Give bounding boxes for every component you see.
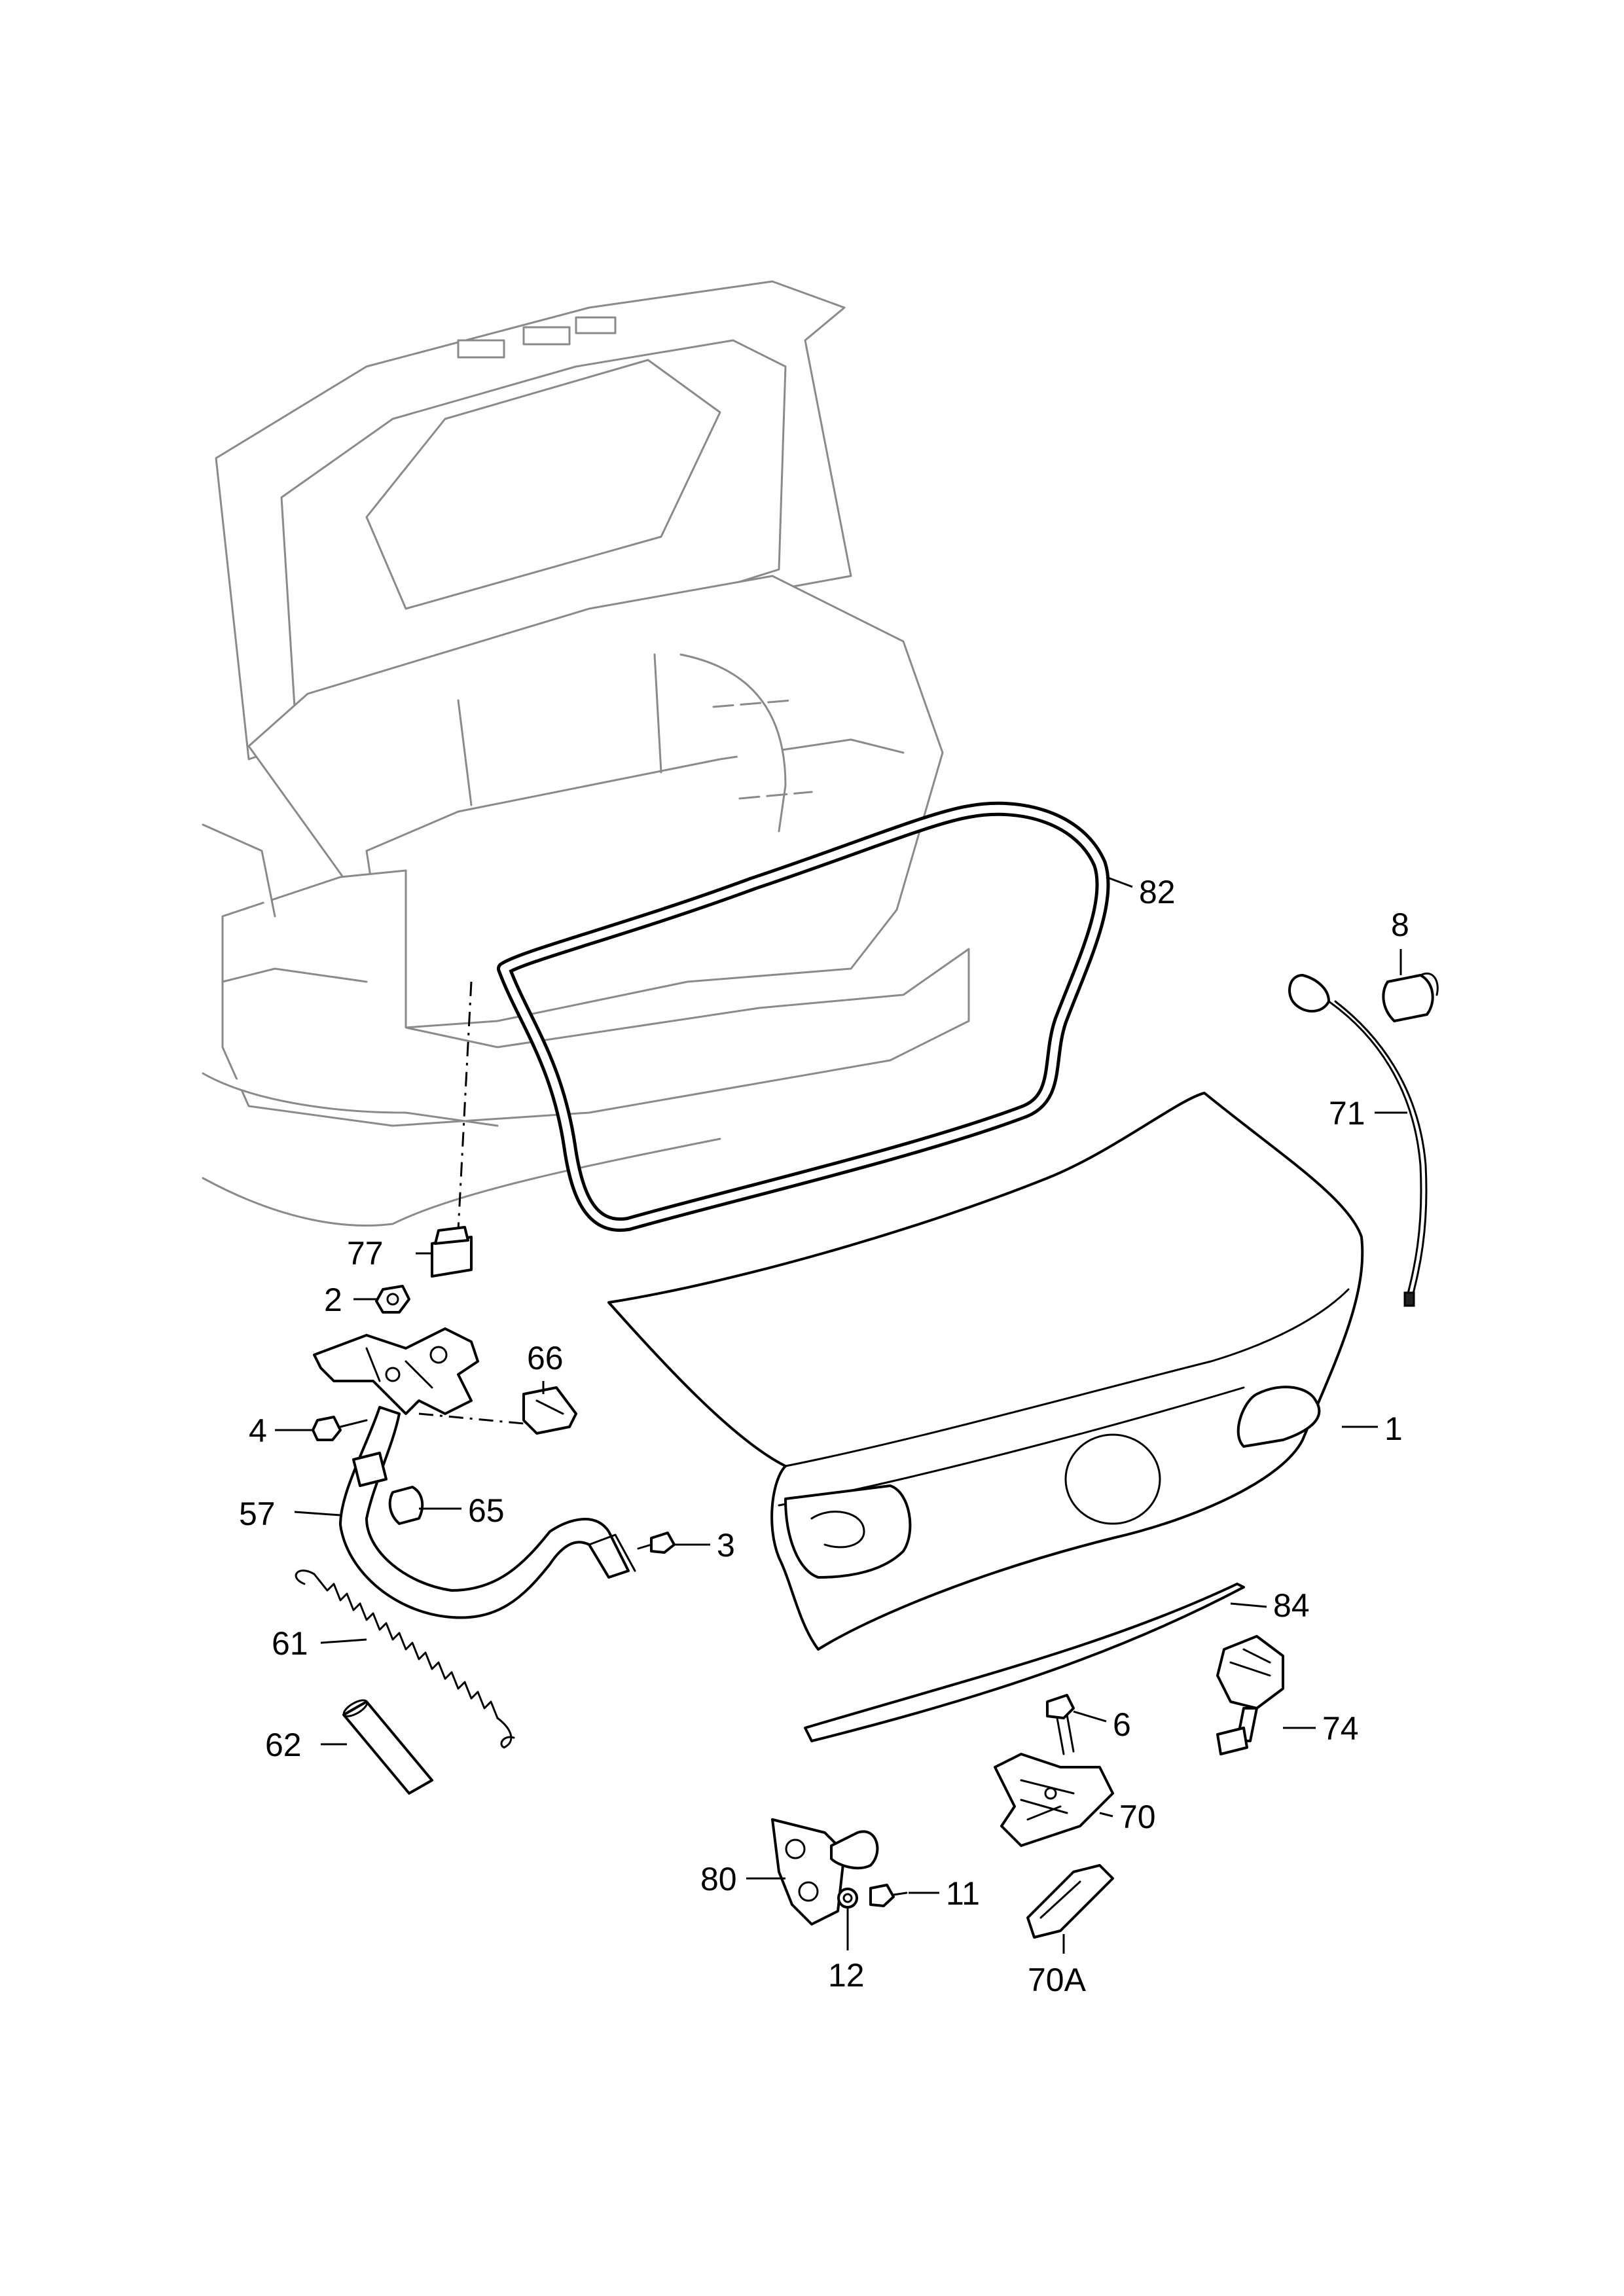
callout-labels: 82 8 71 1 84 77 2 66 4 57 65 3 61 62 6 7… <box>239 874 1409 1998</box>
callout-70a: 70A <box>1028 1962 1087 1998</box>
callout-65: 65 <box>468 1492 505 1529</box>
callout-71: 71 <box>1329 1095 1365 1132</box>
vehicle-rear-context <box>202 280 970 1227</box>
callout-12: 12 <box>828 1957 865 1994</box>
rear-bumper <box>221 869 970 1127</box>
callout-2: 2 <box>324 1282 342 1318</box>
trim-strip-84 <box>804 1583 1245 1742</box>
callout-84: 84 <box>1273 1587 1310 1624</box>
hinge-assembly <box>313 1327 636 1619</box>
bolt-6 <box>1046 1694 1075 1755</box>
sleeve-62 <box>342 1699 433 1795</box>
clip-8 <box>1382 972 1439 1022</box>
nut-4 <box>312 1416 368 1441</box>
actuator-74 <box>1216 1635 1284 1755</box>
hinge-arm-57 <box>339 1406 630 1619</box>
callout-3: 3 <box>717 1527 735 1564</box>
callout-77: 77 <box>347 1235 384 1272</box>
callout-82: 82 <box>1139 874 1176 910</box>
washer-12 <box>837 1888 858 1909</box>
callout-80: 80 <box>700 1861 737 1897</box>
callout-62: 62 <box>265 1727 302 1763</box>
trunk-lid-1 <box>607 1092 1364 1651</box>
release-cable-71 <box>1288 974 1428 1307</box>
callout-74: 74 <box>1322 1710 1359 1747</box>
trunk-seal-82 <box>497 801 1110 1232</box>
emblem-area <box>1064 1433 1161 1525</box>
tail-light-recess-left <box>784 1484 912 1579</box>
striker-80 <box>771 1818 879 1926</box>
lock-70 <box>994 1753 1114 1847</box>
callout-70: 70 <box>1119 1799 1156 1835</box>
lock-cover-70a <box>1026 1864 1114 1939</box>
callout-61: 61 <box>272 1625 308 1662</box>
callout-11: 11 <box>946 1875 980 1912</box>
callout-66: 66 <box>527 1340 564 1376</box>
callout-8: 8 <box>1391 906 1409 943</box>
callout-4: 4 <box>249 1412 267 1449</box>
callout-57: 57 <box>239 1496 276 1532</box>
nut-2 <box>375 1285 410 1314</box>
callout-1: 1 <box>1384 1410 1403 1447</box>
bolt-3 <box>637 1532 676 1554</box>
bump-stop-77 <box>431 981 473 1278</box>
callout-6: 6 <box>1113 1706 1131 1743</box>
leader-lines <box>275 876 1407 1954</box>
buffer-65 <box>388 1486 424 1525</box>
bracket-66 <box>418 1386 577 1435</box>
spring-61 <box>295 1570 515 1749</box>
bolt-11 <box>869 1884 908 1907</box>
tail-light-recess-right <box>1236 1386 1321 1448</box>
